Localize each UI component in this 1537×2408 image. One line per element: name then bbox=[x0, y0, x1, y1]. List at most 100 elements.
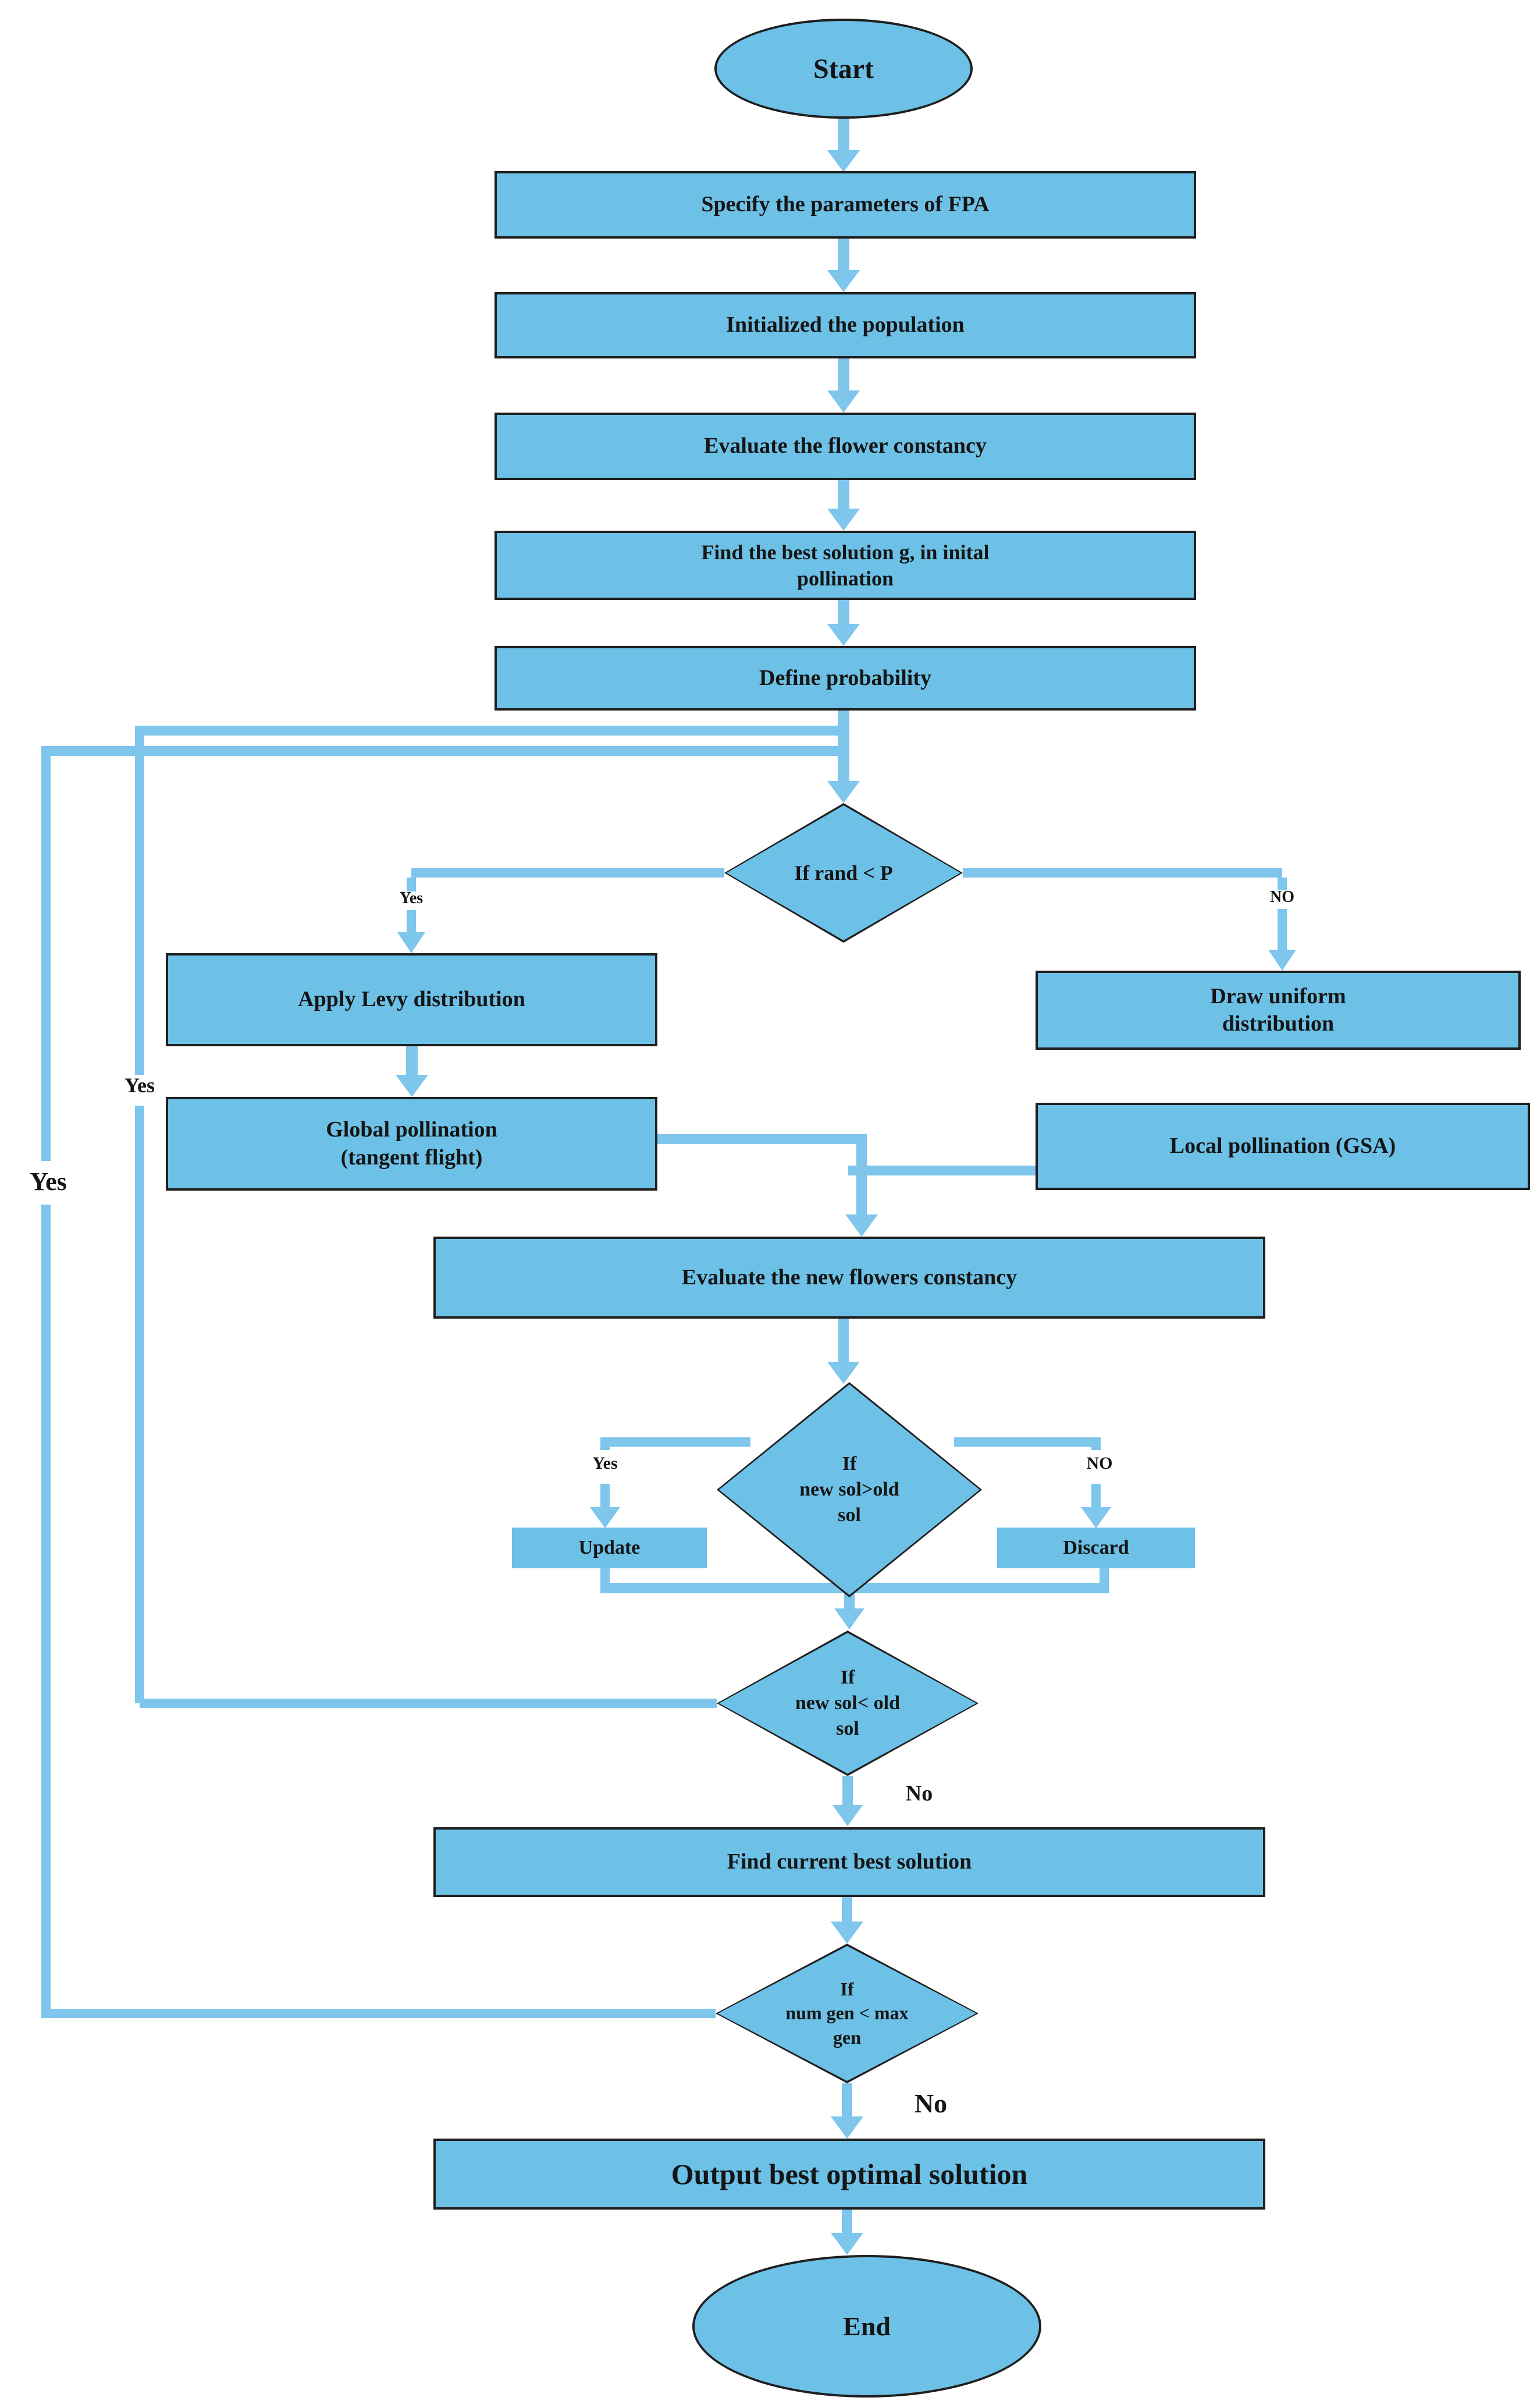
node-apply-levy-label: Apply Levy distribution bbox=[298, 987, 525, 1012]
edge-init-eval-head bbox=[827, 390, 860, 413]
node-find-current-best-label: Find current best solution bbox=[727, 1849, 972, 1874]
edge-solgt-yes-v1 bbox=[600, 1437, 610, 1450]
decision-new-gt-old: If new sol>old sol bbox=[717, 1382, 982, 1597]
node-update-label: Update bbox=[578, 1536, 641, 1558]
node-output-best: Output best optimal solution bbox=[433, 2139, 1265, 2210]
decision-new-lt-old-label: If new sol< old sol bbox=[795, 1666, 900, 1740]
edge-label-rand-no: NO bbox=[1270, 888, 1294, 906]
node-local-pollination: Local pollination (GSA) bbox=[1036, 1103, 1530, 1190]
edge-label-sollt-no: No bbox=[905, 1781, 933, 1806]
node-global-pollination-label: Global pollination (tangent flight) bbox=[326, 1117, 497, 1170]
edge-start-specify-shaft bbox=[838, 119, 849, 151]
edge-defineprob-rand-head bbox=[827, 781, 860, 803]
edge-global-junction bbox=[657, 1134, 867, 1144]
edge-outer-loop-top bbox=[41, 746, 849, 756]
edge-label-rand-yes: Yes bbox=[399, 889, 424, 907]
edge-levy-global-head bbox=[396, 1075, 428, 1097]
node-init-population-label: Initialized the population bbox=[726, 312, 965, 338]
edge-solgt-yes-horizontal bbox=[605, 1437, 750, 1447]
edge-sollt-no-shaft bbox=[842, 1776, 853, 1805]
edge-findbest-defineprob-shaft bbox=[838, 600, 849, 625]
node-update: Update bbox=[512, 1528, 707, 1568]
edge-output-end-head bbox=[831, 2233, 863, 2255]
decision-numgen-lt-maxgen-label: If num gen < max gen bbox=[785, 1978, 909, 2048]
edge-merge-vertical bbox=[844, 1593, 855, 1608]
edge-rand-no-v1 bbox=[1278, 878, 1287, 890]
node-find-best-initial-label: Find the best solution g, in inital poll… bbox=[701, 540, 990, 590]
edge-init-eval-shaft bbox=[838, 358, 849, 392]
edge-label-sol-lt-yes: Yes bbox=[124, 1074, 155, 1097]
node-start-label: Start bbox=[813, 53, 874, 84]
node-define-probability-label: Define probability bbox=[759, 665, 931, 690]
edge-eval-findbest-shaft bbox=[838, 480, 849, 510]
edge-discard-merge bbox=[1100, 1568, 1109, 1583]
node-evaluate-constancy-label: Evaluate the flower constancy bbox=[704, 434, 987, 459]
node-draw-uniform-label: Draw uniform distribution bbox=[1210, 983, 1346, 1036]
node-draw-uniform: Draw uniform distribution bbox=[1036, 971, 1521, 1050]
node-discard: Discard bbox=[997, 1528, 1195, 1568]
edge-rand-yes-horizontal bbox=[411, 868, 724, 878]
decision-new-lt-old: If new sol< old sol bbox=[717, 1631, 979, 1776]
decision-numgen-lt-maxgen: If num gen < max gen bbox=[716, 1944, 979, 2083]
edge-solgt-yes-v2 bbox=[600, 1484, 610, 1507]
edge-findbest-defineprob-head bbox=[827, 624, 860, 646]
edge-eval-findbest-head bbox=[827, 509, 860, 531]
edge-solgt-yes-head bbox=[590, 1507, 620, 1528]
edge-solgt-no-v2 bbox=[1091, 1484, 1101, 1507]
node-evaluate-new-constancy: Evaluate the new flowers constancy bbox=[433, 1237, 1265, 1319]
edge-numgen-no-shaft bbox=[842, 2083, 852, 2116]
node-end: End bbox=[692, 2255, 1041, 2398]
edge-start-specify-head bbox=[827, 150, 860, 172]
edge-numgen-no-head bbox=[831, 2116, 863, 2139]
node-find-best-initial: Find the best solution g, in inital poll… bbox=[494, 531, 1196, 600]
edge-sollt-no-head bbox=[832, 1805, 863, 1826]
edge-findcurrent-numgen-head bbox=[831, 1922, 863, 1944]
node-output-best-label: Output best optimal solution bbox=[671, 2157, 1028, 2190]
node-global-pollination: Global pollination (tangent flight) bbox=[166, 1097, 657, 1191]
edge-rand-no-v2 bbox=[1278, 909, 1287, 950]
edge-specify-init-head bbox=[827, 270, 860, 292]
edge-solgt-no-v1 bbox=[1091, 1437, 1101, 1450]
edge-levy-global-shaft bbox=[406, 1046, 418, 1076]
edge-rand-yes-v1 bbox=[407, 878, 416, 892]
edge-local-junction bbox=[848, 1166, 1041, 1175]
edge-outer-loop-vertical-upper bbox=[41, 756, 51, 1161]
node-evaluate-constancy: Evaluate the flower constancy bbox=[494, 413, 1196, 480]
node-end-label: End bbox=[843, 2311, 891, 2341]
edge-rand-yes-head bbox=[397, 932, 425, 953]
edge-merge-sollt-head bbox=[834, 1608, 864, 1629]
edge-junction-evalnew-head bbox=[845, 1214, 878, 1237]
decision-rand-lt-p: If rand < P bbox=[724, 803, 963, 943]
edge-defineprob-rand-shaft bbox=[838, 711, 849, 782]
edge-label-numgen-yes: Yes bbox=[30, 1167, 67, 1196]
node-init-population: Initialized the population bbox=[494, 292, 1196, 358]
edge-evalnew-solgt-shaft bbox=[838, 1319, 849, 1362]
edge-label-numgen-no: No bbox=[914, 2089, 948, 2118]
node-discard-label: Discard bbox=[1063, 1536, 1129, 1558]
edge-rand-no-head bbox=[1268, 950, 1296, 971]
edge-inner-loop-vertical-lower bbox=[135, 1106, 144, 1703]
edge-output-end-shaft bbox=[842, 2210, 852, 2234]
edge-findcurrent-numgen-shaft bbox=[842, 1897, 852, 1923]
edge-outer-loop-bottom bbox=[46, 2009, 716, 2018]
node-specify-params-label: Specify the parameters of FPA bbox=[701, 192, 990, 217]
edge-inner-loop-bottom bbox=[140, 1699, 717, 1708]
decision-rand-lt-p-label: If rand < P bbox=[794, 861, 893, 885]
edge-evalnew-solgt-head bbox=[827, 1362, 860, 1384]
edge-specify-init-shaft bbox=[838, 239, 849, 271]
edge-label-solgt-yes: Yes bbox=[592, 1454, 618, 1473]
edge-label-solgt-no: NO bbox=[1086, 1454, 1113, 1473]
edge-inner-loop-vertical-upper bbox=[135, 729, 144, 1075]
node-specify-params: Specify the parameters of FPA bbox=[494, 171, 1196, 239]
decision-new-gt-old-label: If new sol>old sol bbox=[799, 1452, 899, 1526]
node-apply-levy: Apply Levy distribution bbox=[166, 953, 657, 1046]
node-evaluate-new-constancy-label: Evaluate the new flowers constancy bbox=[681, 1265, 1017, 1290]
edge-inner-loop-top bbox=[135, 726, 849, 736]
edge-update-merge bbox=[600, 1568, 610, 1583]
node-find-current-best: Find current best solution bbox=[433, 1827, 1265, 1897]
edge-solgt-no-horizontal bbox=[954, 1437, 1101, 1447]
edge-rand-yes-v2 bbox=[407, 910, 416, 932]
edge-solgt-no-head bbox=[1081, 1507, 1111, 1528]
edge-rand-no-horizontal bbox=[963, 868, 1282, 878]
